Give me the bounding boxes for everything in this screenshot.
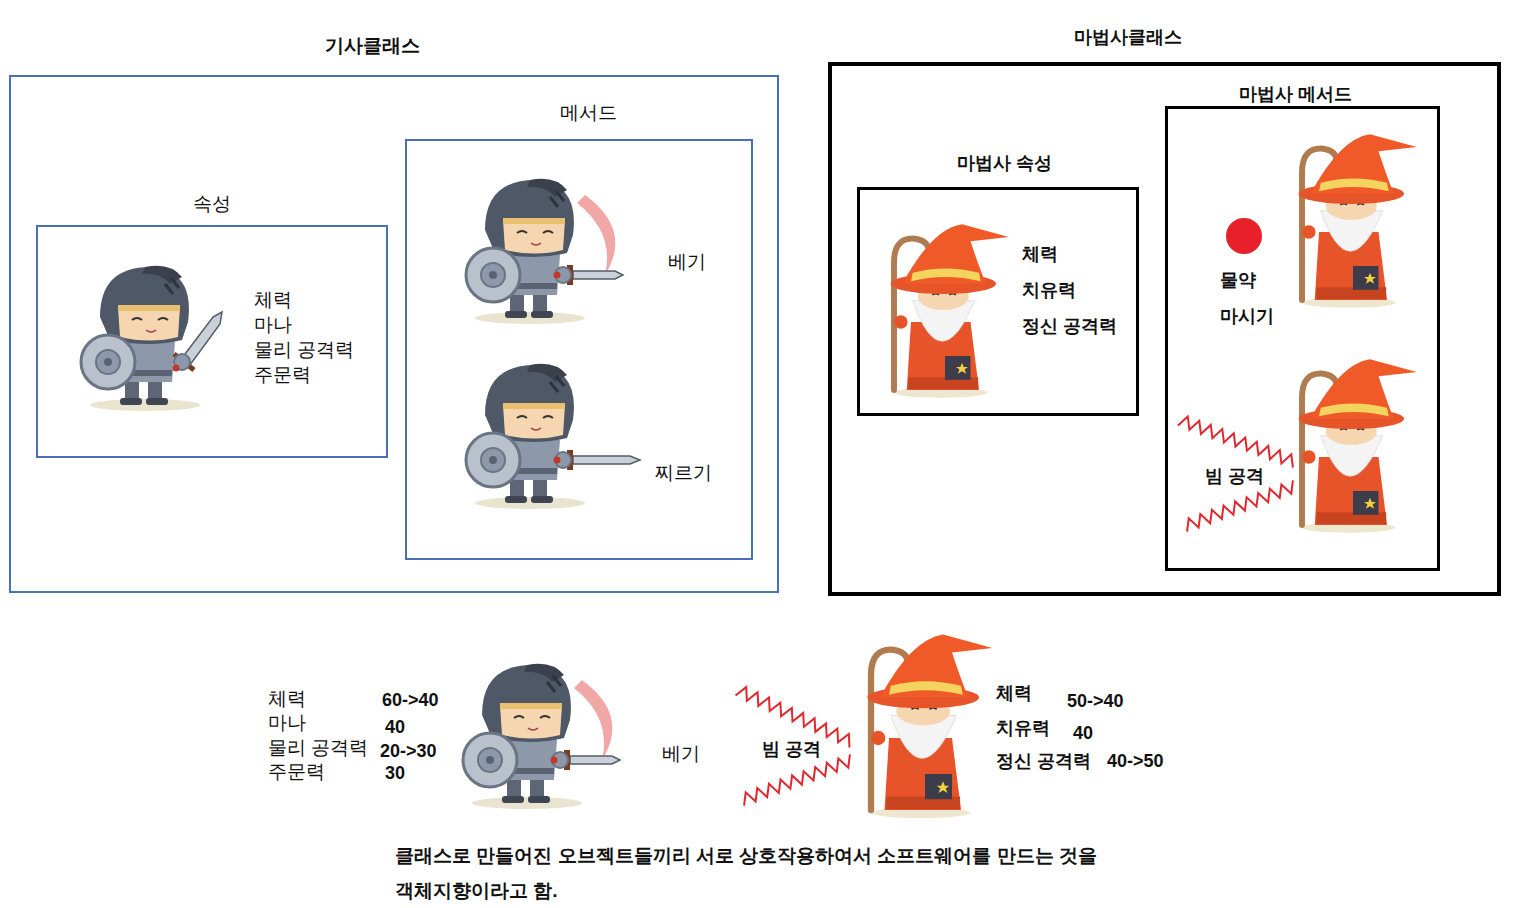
- knight-slash-figure: [570, 756, 620, 764]
- knight-slash-figure: [466, 179, 585, 324]
- class-heading: 기사클래스: [212, 34, 532, 58]
- wizard-figure: [867, 635, 992, 819]
- stat-label: 50->40: [1067, 689, 1124, 713]
- attribute-box: 속성체력마나물리 공격력주문력: [36, 225, 388, 458]
- stat-label: 마나: [268, 711, 306, 735]
- method-text: 찌르기: [655, 461, 712, 485]
- attribute-text: 정신 공격력: [1022, 314, 1117, 338]
- knight-slash-figure: [574, 680, 612, 760]
- group-heading: 속성: [52, 192, 372, 216]
- knight-slash-figure: [463, 664, 620, 809]
- group-heading: 마법사 메서드: [1136, 82, 1456, 106]
- stat-label: 베기: [662, 742, 700, 766]
- method-box: 마법사 메서드물약 마시기빔 공격: [1165, 106, 1440, 571]
- knight-slash-figure: [466, 179, 623, 324]
- knight-slash-figure: [573, 271, 623, 279]
- stat-label: 정신 공격력: [996, 749, 1091, 773]
- beam-zigzag: [1178, 417, 1293, 468]
- stat-label: 20->30: [380, 739, 437, 763]
- knight-slash-figure: [577, 195, 615, 275]
- knight-thrust-figure: [573, 456, 640, 464]
- method-text: 베기: [668, 250, 706, 274]
- attribute-text: 물리 공격력: [254, 338, 354, 362]
- attribute-text: 주문력: [254, 363, 311, 387]
- wizard-figure: [891, 224, 1009, 397]
- caption: 클래스로 만들어진 오브젝트들끼리 서로 상호작용하여서 소프트웨어를 만드는 …: [395, 838, 1155, 908]
- class-box: 마법사클래스마법사 속성체력치유력정신 공격력마법사 메서드물약 마시기빔 공격: [828, 62, 1501, 596]
- attribute-text: 치유력: [1022, 278, 1076, 302]
- method-text: 빔 공격: [1203, 464, 1266, 488]
- class-heading: 마법사클래스: [968, 25, 1288, 49]
- knight-slash-figure: [463, 664, 582, 809]
- knight-thrust-figure: [466, 364, 585, 509]
- wizard-figure: [1299, 134, 1417, 307]
- wizard-figure: [1299, 134, 1417, 307]
- method-text: 물약 마시기: [1220, 262, 1290, 334]
- attribute-text: 마나: [254, 313, 292, 337]
- stat-label: 치유력: [996, 716, 1050, 740]
- knight-thrust-figure: [466, 364, 640, 509]
- attribute-text: 체력: [1022, 242, 1058, 266]
- stat-label: 주문력: [268, 760, 325, 784]
- beam-zigzag: [1187, 480, 1293, 531]
- wizard-figure: [891, 224, 1009, 397]
- beam-zigzag: [744, 754, 850, 805]
- wizard-figure: [1299, 359, 1417, 532]
- knight-thrust-figure: [554, 457, 561, 464]
- wizard-figure: [867, 635, 992, 819]
- method-box: 메서드베기찌르기: [405, 139, 753, 560]
- knight-figure: [173, 365, 180, 372]
- class-box: 기사클래스속성체력마나물리 공격력주문력메서드베기찌르기: [9, 75, 779, 593]
- stat-label: 60->40: [382, 688, 439, 712]
- potion-dot: [1226, 218, 1262, 254]
- stat-label: 체력: [996, 681, 1032, 705]
- stat-label: 40: [1073, 721, 1093, 745]
- stat-label: 30: [385, 761, 405, 785]
- stat-label: 물리 공격력: [268, 736, 368, 760]
- wizard-figure: [1299, 359, 1417, 532]
- stat-label: 40: [385, 715, 405, 739]
- stat-label: 빔 공격: [760, 737, 823, 761]
- knight-figure: [81, 266, 200, 411]
- attribute-text: 체력: [254, 288, 292, 312]
- stat-label: 체력: [268, 687, 306, 711]
- beam-zigzag: [736, 417, 1293, 806]
- knight-slash-figure: [551, 757, 558, 764]
- knight-slash-figure: [554, 272, 561, 279]
- group-heading: 마법사 속성: [845, 151, 1165, 175]
- knight-figure: [81, 266, 222, 411]
- group-heading: 메서드: [428, 101, 748, 125]
- attribute-box: 마법사 속성체력치유력정신 공격력: [857, 187, 1139, 416]
- stat-label: 40->50: [1107, 749, 1164, 773]
